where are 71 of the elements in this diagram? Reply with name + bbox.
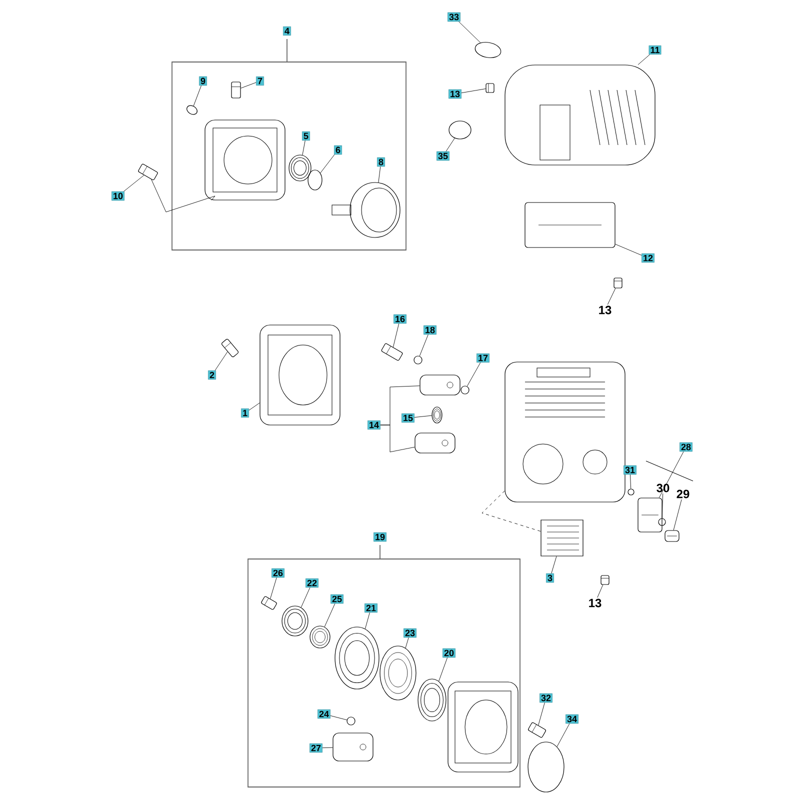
callout-number: 4 [283,26,291,36]
shoe-drawing [414,432,456,454]
ring-drawing [658,518,666,526]
leader-line [607,288,616,305]
leader-line [248,402,260,410]
bolt-drawing [600,575,610,585]
callout-number: 13 [599,306,612,314]
leader-line [466,362,481,386]
housing-drawing [260,324,340,426]
callout-number: 32 [540,693,552,703]
plate-drawing [664,530,680,542]
leader-line [615,244,642,256]
leader-line [482,490,541,532]
callout-number: 10 [112,191,124,201]
shoe-drawing [420,374,460,396]
callout-number: 35 [436,151,450,161]
ring-drawing [628,488,634,496]
bolt-drawing [381,343,403,361]
plate-drawing [638,498,662,532]
leader-line [214,352,228,371]
leader-line [419,334,428,356]
leader-line [380,424,415,452]
leader-line [446,138,455,152]
leader-line [124,175,144,192]
callout-number: 33 [448,12,460,22]
leader-line [538,702,545,726]
callout-number: 15 [402,413,414,423]
callout-number: 2 [208,370,216,380]
callout-number: 12 [642,253,654,263]
callout-number: 30 [656,484,670,492]
leader-line [461,88,486,94]
leader-line [638,54,650,65]
engine-drawing [504,362,626,502]
leader-line [392,323,400,348]
callout-number: 19 [374,532,386,542]
callout-number: 13 [448,89,462,99]
ring-drawing [460,386,470,394]
callout-number: 28 [680,442,692,452]
callout-number: 3 [546,573,554,583]
leader-line [658,451,684,498]
ring-drawing [414,356,422,364]
bolt-drawing [528,722,546,738]
callout-number: 1 [241,408,249,418]
bolt-drawing [221,338,239,358]
leader-line [597,584,604,598]
leader-line [551,556,557,574]
leader-line [673,499,682,530]
plate-drawing [524,202,616,248]
callout-number: 14 [368,420,380,430]
bolt-drawing [486,83,494,93]
bolt-drawing [138,164,158,180]
spring-drawing [432,406,442,424]
leader-line [556,723,570,747]
bolt-drawing [614,278,622,288]
cover-drawing [504,64,656,166]
callout-number: 17 [476,353,490,363]
callout-number: 16 [394,314,406,324]
ring-drawing [528,742,564,792]
leader-line [458,21,481,43]
leader-line [662,493,664,518]
callout-number: 13 [589,598,602,608]
filter-drawing [540,520,584,556]
callout-number: 18 [424,325,436,335]
leader-line [414,415,432,418]
callout-number: 34 [566,714,578,724]
callout-number: 11 [648,45,662,55]
ring-drawing [474,42,502,58]
callout-number: 31 [624,465,636,475]
leader-line [630,474,632,489]
callout-number: 29 [676,490,690,498]
ring-drawing [448,120,472,140]
